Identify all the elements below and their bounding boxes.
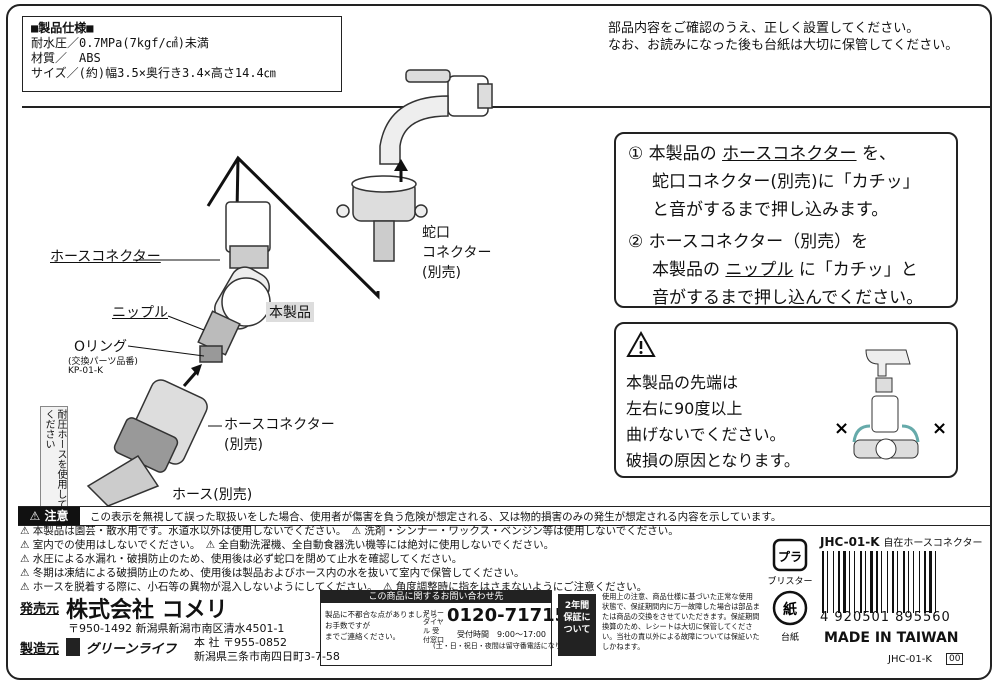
step2-line3: 音がするまで押し込んでください。 bbox=[652, 288, 924, 308]
label-o-ring-sub2: KP-01-K bbox=[68, 366, 103, 376]
step1-a: ① 本製品の bbox=[628, 144, 717, 164]
maker-label: 製造元 bbox=[20, 642, 60, 657]
footer-code: JHC-01-K bbox=[888, 654, 932, 665]
svg-text:×: × bbox=[932, 418, 947, 439]
caution-text: この表示を無視して誤った取扱いをした場合、使用者が傷害を負う危険が想定される、又… bbox=[90, 511, 782, 523]
hose-connector-icon bbox=[86, 379, 208, 506]
footer-version: 00 bbox=[946, 653, 964, 665]
product-name: 自在ホースコネクター bbox=[883, 538, 983, 549]
guarantee-text: 使用上の注意、商品仕様に基づいた正常な使用状態で、保証期間内に万一故障した場合は… bbox=[602, 592, 760, 651]
maker-address: 新潟県三条市南四日町3-7-58 bbox=[194, 650, 340, 663]
contact-left3: までご連絡ください。 bbox=[325, 632, 400, 641]
top-note-line1: 部品内容をご確認のうえ、正しく設置してください。 bbox=[608, 21, 920, 36]
product-code: JHC-01-K bbox=[820, 535, 880, 549]
warning-item-3: ⚠ 水圧による水漏れ・破損防止のため、使用後は必ず蛇口を閉めて止水を確認してくだ… bbox=[20, 553, 463, 565]
contact-header: この商品に関するお問い合わせ先 bbox=[321, 591, 551, 603]
label-faucet-connector-2: コネクター bbox=[422, 245, 492, 261]
seller-address: 〒950-1492 新潟県新潟市南区清水4501-1 bbox=[68, 622, 285, 635]
maker-brand: グリーンライフ bbox=[86, 642, 177, 657]
product-illustration bbox=[86, 69, 493, 506]
seller-company: 株式会社 コメリ bbox=[66, 598, 228, 623]
faucet-icon bbox=[379, 69, 493, 165]
caution-tag: ⚠ 注意 bbox=[18, 507, 80, 525]
plastic-label: ブリスター bbox=[767, 575, 812, 587]
label-faucet-connector-3: (別売) bbox=[422, 265, 461, 281]
spec-size: サイズ／(約)幅3.5×奥行き3.4×高さ14.4㎝ bbox=[31, 66, 276, 80]
label-faucet-connector-1: 蛇口 bbox=[422, 225, 450, 241]
caution-tag-label: 注意 bbox=[44, 509, 69, 523]
warning-item-2: ⚠ 室内での使用はしないでください。 ⚠ 全自動洗濯機、全自動食器洗い機等には絶… bbox=[20, 539, 555, 551]
recycle-marks: プラ ブリスター 紙 台紙 bbox=[767, 538, 813, 643]
label-sold-separately: (別売) bbox=[224, 437, 263, 453]
jan-code: 4 920501 895560 bbox=[820, 610, 951, 625]
top-note-line2: なお、お読みになった後も台紙は大切に保管してください。 bbox=[608, 38, 959, 53]
warning-item-1: ⚠ 本製品は園芸・散水用です。水道水以外は使用しないでください。 ⚠ 洗剤・シン… bbox=[20, 525, 679, 537]
label-o-ring-sub1: (交換パーツ品番) bbox=[68, 357, 138, 367]
warning-box: 本製品の先端は 左右に90度以上 曲げないでください。 破損の原因となります。 … bbox=[614, 322, 958, 478]
step2-link: ニップル bbox=[725, 260, 794, 280]
instructions-box: ① 本製品の ホースコネクター を、 蛇口コネクター(別売)に「カチッ」 と音が… bbox=[614, 132, 958, 308]
paper-mark: 紙 bbox=[783, 601, 797, 618]
faucet-connector-icon bbox=[336, 175, 428, 262]
step2-line2: 本製品の ニップル に「カチッ」と bbox=[628, 256, 944, 284]
main-product-icon bbox=[197, 201, 271, 363]
spec-water-pressure: 耐水圧／0.7MPa(7kgf/㎠)未満 bbox=[31, 36, 209, 50]
label-hose-connector: ホースコネクター bbox=[50, 249, 161, 265]
label-nipple: ニップル bbox=[112, 305, 168, 321]
barcode-icon bbox=[822, 551, 936, 613]
made-in: MADE IN TAIWAN bbox=[824, 630, 959, 646]
warning-line2: 左右に90度以上 bbox=[626, 399, 743, 418]
step1-line3: と音がするまで押し込みます。 bbox=[652, 200, 889, 220]
top-note: 部品内容をご確認のうえ、正しく設置してください。 なお、お読みになった後も台紙は… bbox=[608, 20, 958, 54]
header-divider bbox=[22, 106, 990, 108]
step1-b: を、 bbox=[861, 144, 896, 164]
label-o-ring: Oリング bbox=[74, 339, 128, 355]
warning-line4: 破損の原因となります。 bbox=[626, 451, 800, 470]
warning-list: ⚠ 本製品は園芸・散水用です。水道水以外は使用しないでください。 ⚠ 洗剤・シン… bbox=[20, 524, 679, 594]
spec-title: ■製品仕様■ bbox=[31, 21, 94, 35]
step2-a: 本製品の bbox=[652, 260, 720, 280]
spec-box: ■製品仕様■ 耐水圧／0.7MPa(7kgf/㎠)未満 材質／ ABS サイズ／… bbox=[22, 16, 342, 92]
guarantee-badge3: ついて bbox=[563, 625, 591, 635]
step2-line1: ② ホースコネクター（別売）を bbox=[628, 232, 869, 252]
contact-left2: お手数ですが bbox=[325, 621, 370, 630]
guarantee-badge2: 保証に bbox=[563, 613, 591, 623]
seller-label: 発売元 bbox=[20, 602, 60, 617]
spec-material: 材質／ ABS bbox=[31, 51, 101, 65]
label-main-product: 本製品 bbox=[266, 302, 314, 322]
step2-b: に「カチッ」と bbox=[798, 260, 918, 280]
contact-left: 製品に不都合な点がありましたら お手数ですが までご連絡ください。 bbox=[325, 609, 438, 642]
contact-free-label: フリーダイヤル 受付窓口 bbox=[423, 609, 444, 644]
contact-phone: 0120-717152 bbox=[447, 605, 580, 626]
step1-line2: 蛇口コネクター(別売)に「カチッ」 bbox=[652, 172, 920, 192]
guarantee-badge1: 2年間 bbox=[564, 601, 590, 611]
warning-item-4: ⚠ 冬期は凍結による破損防止のため、使用後は製品およびホース内の水を抜いて室内で… bbox=[20, 567, 525, 579]
warning-text: 本製品の先端は 左右に90度以上 曲げないでください。 破損の原因となります。 bbox=[626, 370, 800, 474]
contact-hours: 受付時間 9:00～17:00 bbox=[457, 630, 547, 639]
maker-logo-icon bbox=[66, 638, 80, 656]
guarantee-badge: 2年間 保証に ついて bbox=[558, 594, 596, 656]
label-hose-connector-2: ホースコネクター bbox=[224, 417, 335, 433]
contact-days: (土・日・祝日・夜間は留守番電話になります) bbox=[433, 642, 579, 650]
label-hose: ホース(別売) bbox=[172, 487, 253, 503]
warning-line3: 曲げないでください。 bbox=[626, 425, 786, 444]
plastic-mark: プラ bbox=[778, 549, 802, 564]
svg-text:×: × bbox=[834, 418, 849, 439]
side-note: 耐圧ホースを使用してください bbox=[40, 406, 68, 518]
bend-warning-illustration: × × bbox=[834, 349, 947, 460]
product-code-line: JHC-01-K 自在ホースコネクター bbox=[820, 534, 983, 549]
paper-label: 台紙 bbox=[781, 631, 799, 643]
step1-link: ホースコネクター bbox=[722, 144, 857, 164]
warning-triangle-icon bbox=[626, 330, 656, 357]
caution-bar: ⚠ 注意 この表示を無視して誤った取扱いをした場合、使用者が傷害を負う危険が想定… bbox=[18, 506, 990, 526]
contact-left1: 製品に不都合な点がありましたら bbox=[325, 610, 438, 619]
step1-line1: ① 本製品の ホースコネクター を、 bbox=[628, 140, 944, 168]
warning-line1: 本製品の先端は bbox=[626, 373, 739, 392]
maker-company: 本 社 〒955-0852 bbox=[194, 636, 287, 649]
contact-box: この商品に関するお問い合わせ先 製品に不都合な点がありましたら お手数ですが ま… bbox=[320, 590, 580, 666]
package-card: ■製品仕様■ 耐水圧／0.7MPa(7kgf/㎠)未満 材質／ ABS サイズ／… bbox=[6, 4, 992, 680]
